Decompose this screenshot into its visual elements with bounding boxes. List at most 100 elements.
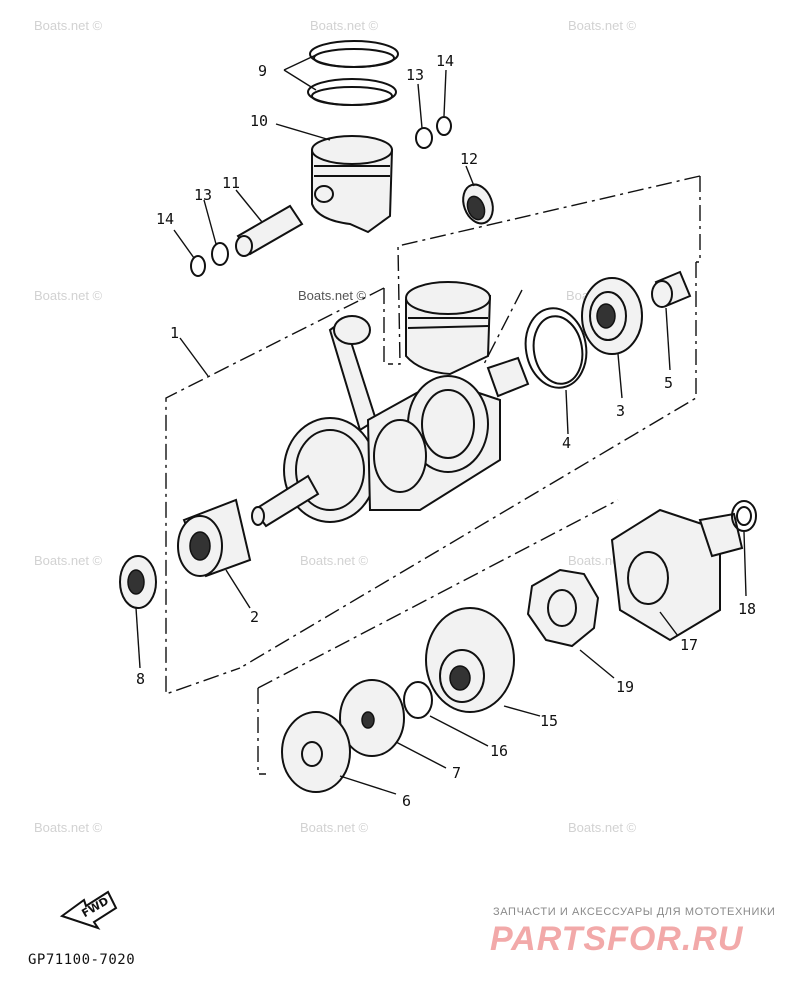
coupling: [610, 508, 744, 642]
leader-8: [135, 607, 141, 669]
leader-1: [179, 337, 209, 377]
coupling-hub: [627, 551, 669, 605]
needle-bearing-bore: [466, 195, 486, 221]
oil-seal-bore: [127, 569, 145, 595]
leader-3: [617, 353, 623, 399]
main-bearing-left: [177, 498, 252, 578]
crank-web-center-inner: [421, 389, 475, 459]
fwd-arrow: FWD: [59, 890, 118, 930]
leader-14b: [443, 69, 447, 117]
coupling-half-outer: [425, 607, 515, 713]
leader-11: [235, 189, 263, 223]
boundary-lower-top: [257, 499, 619, 689]
piston-body: [311, 149, 394, 234]
callout-6: 6: [402, 792, 411, 810]
callout-15: 15: [540, 712, 558, 730]
damper-center: [547, 589, 577, 627]
watermark-bottom-center: Boats.net ©: [300, 820, 369, 835]
shim-outer: [731, 500, 757, 532]
leader-6: [339, 775, 397, 795]
callout-4: 4: [562, 434, 571, 452]
plate: [339, 679, 405, 757]
piston-ring-top-inner: [313, 48, 395, 68]
main-bearing-right: [581, 277, 643, 355]
watermark-lower-left: Boats.net ©: [34, 553, 103, 568]
callout-10: 10: [250, 112, 268, 130]
callout-7: 7: [452, 764, 461, 782]
washer-left: [211, 242, 229, 266]
leader-16: [429, 715, 489, 747]
callout-14-left: 14: [156, 210, 174, 228]
piston-pin-end: [235, 235, 253, 257]
leader-13a: [203, 199, 217, 245]
plate-hole: [361, 711, 375, 729]
callout-11: 11: [222, 174, 240, 192]
bushing: [651, 270, 692, 308]
crank-web-left-inner: [295, 429, 365, 511]
callout-labels: 9 10 11 12 13 13 14 14 1 2 3 4 5 6 7 8 1…: [136, 52, 756, 810]
callout-3: 3: [616, 402, 625, 420]
circlip-right: [436, 116, 452, 136]
leader-9: [283, 53, 319, 91]
coupling-half-bore: [449, 665, 471, 691]
piston-pin: [235, 204, 304, 257]
rubber-damper: [526, 568, 600, 648]
diagram-code: GP71100-7020: [28, 952, 136, 968]
callout-1: 1: [170, 324, 179, 342]
piston-rings: [307, 40, 399, 106]
leader-4: [565, 389, 569, 435]
crank-output-spline: [486, 356, 530, 398]
assembly-piston-body: [405, 294, 492, 376]
coupling-half: [425, 607, 515, 713]
piston: [311, 135, 394, 234]
leader-13b: [417, 83, 423, 129]
piston-pin-boss: [314, 185, 334, 203]
leader-5: [665, 307, 671, 371]
o-ring: [403, 681, 433, 719]
callout-12: 12: [460, 150, 478, 168]
callout-13-right: 13: [406, 66, 424, 84]
assembly-boundaries: [165, 175, 701, 775]
bushing-end: [651, 280, 673, 308]
washer-right: [415, 127, 433, 149]
watermark-mid-left: Boats.net ©: [34, 288, 103, 303]
callout-5: 5: [664, 374, 673, 392]
watermark-top-left: Boats.net ©: [34, 18, 103, 33]
needle-bearing: [462, 183, 494, 225]
callout-16: 16: [490, 742, 508, 760]
fwd-arrow-shape: [59, 890, 118, 930]
bearing-right-bore: [596, 303, 616, 329]
damper-body: [526, 568, 600, 648]
coupling-shaft: [698, 512, 744, 558]
watermark-lower-center: Boats.net ©: [300, 553, 369, 568]
brand-logo: PARTSFOR.RU: [490, 920, 744, 958]
callout-8: 8: [136, 670, 145, 688]
flywheel-cover: [281, 711, 351, 793]
callout-9: 9: [258, 62, 267, 80]
crank-ring-outer: [524, 307, 588, 389]
callout-19: 19: [616, 678, 634, 696]
crank-web-mid: [373, 419, 427, 493]
callout-17: 17: [680, 636, 698, 654]
callout-18: 18: [738, 600, 756, 618]
brand-tagline: ЗАПЧАСТИ И АКСЕССУАРЫ ДЛЯ МОТОТЕХНИКИ: [493, 906, 776, 918]
watermarks: Boats.net © Boats.net © Boats.net © Boat…: [34, 18, 637, 835]
watermark-top-center: Boats.net ©: [310, 18, 379, 33]
crankshaft-assembly: [251, 281, 530, 528]
cover-hub: [301, 741, 323, 767]
assembly-piston-groove-2: [407, 325, 489, 329]
oil-seal: [119, 555, 157, 609]
crank-ring: [524, 307, 588, 389]
leader-19: [579, 649, 615, 679]
assembly-piston-crown: [405, 281, 491, 315]
connecting-rod-small-end: [333, 315, 371, 345]
shim: [731, 500, 757, 532]
boundary-upper: [388, 175, 701, 365]
leader-17: [659, 611, 679, 637]
leader-15: [503, 705, 541, 717]
crank-taper-end: [251, 506, 265, 526]
piston-ring-bottom-inner: [311, 86, 393, 106]
circlip-left: [190, 255, 206, 277]
callout-2: 2: [250, 608, 259, 626]
watermark-bottom-right: Boats.net ©: [568, 820, 637, 835]
